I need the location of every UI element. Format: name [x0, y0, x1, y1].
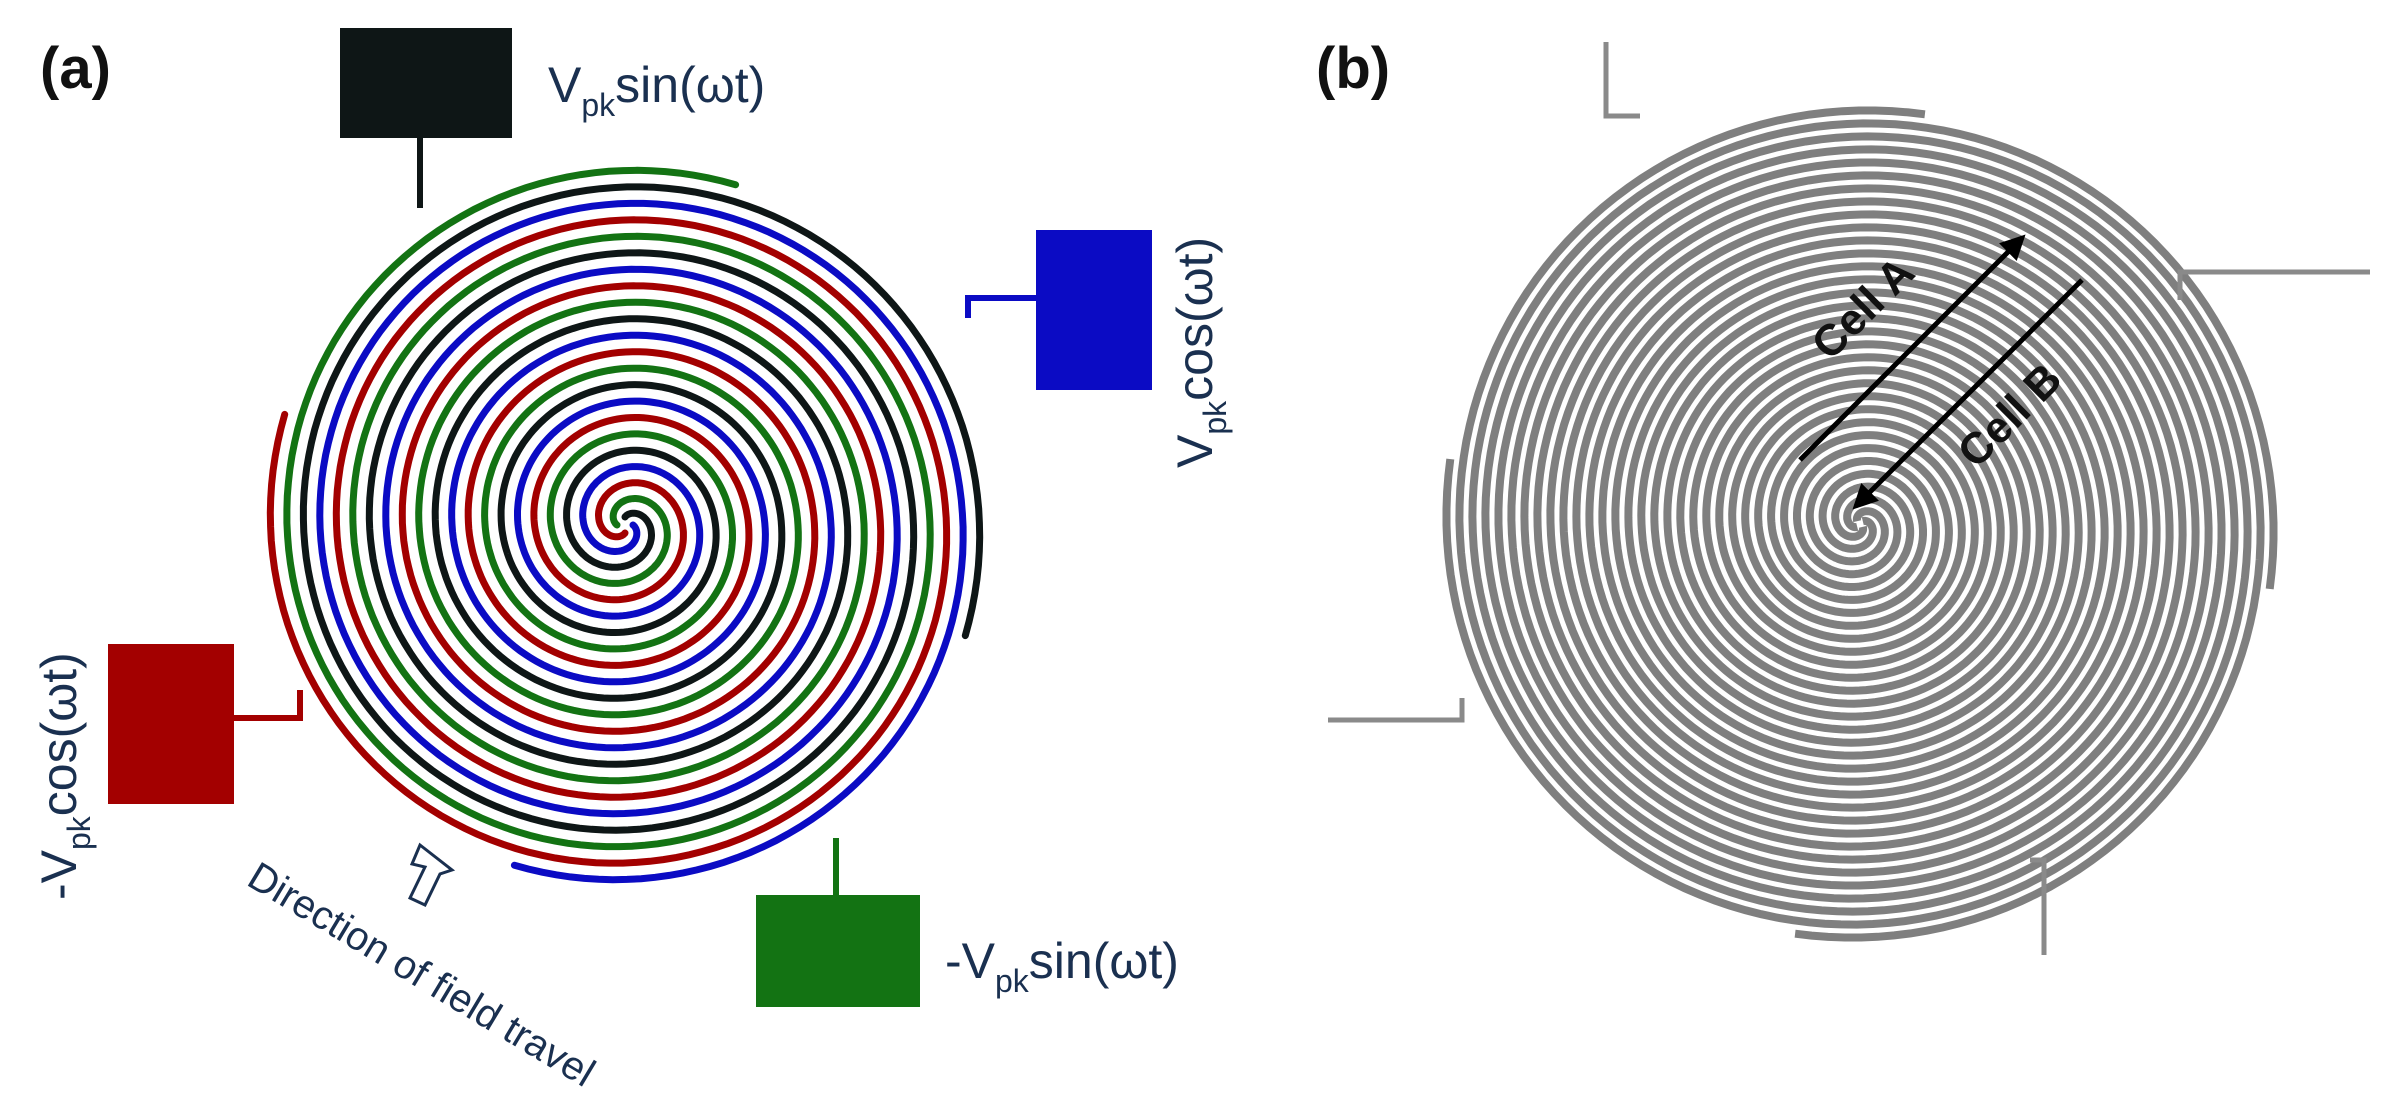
cell-b-arrow — [1852, 278, 2084, 510]
black-spiral-arm — [299, 183, 984, 834]
green-spiral-arm — [283, 166, 934, 851]
red-lead — [232, 690, 303, 721]
blue-lead — [965, 295, 1042, 318]
blue-spiral-arm — [316, 199, 967, 884]
grey-spiral-track — [1468, 119, 2278, 903]
two-cell-spiral-electrodes — [1442, 106, 2278, 942]
grey-spiral-track — [1481, 132, 2265, 942]
green-voltage-label: -Vpksin(ωt) — [945, 933, 1179, 999]
panel-a-label: (a) — [40, 36, 111, 101]
red-spiral-arm — [266, 216, 951, 867]
four-phase-spiral-electrodes — [266, 166, 984, 884]
lead-bottom-right — [2030, 857, 2047, 955]
lead-top-left — [1603, 42, 1640, 119]
red-electrode-pad — [108, 644, 234, 804]
lead-left — [1328, 698, 1465, 723]
blue-electrode-pad — [1036, 230, 1152, 390]
blue-voltage-label: Vpkcos(ωt) — [1167, 237, 1233, 468]
lead-right — [2177, 269, 2370, 300]
field-direction-arrow — [407, 842, 456, 907]
grey-spiral-track — [1442, 145, 2252, 929]
black-voltage-label: Vpksin(ωt) — [548, 57, 765, 123]
green-electrode-pad — [756, 895, 920, 1007]
red-voltage-label: -Vpkcos(ωt) — [31, 652, 97, 900]
black-electrode-pad — [340, 28, 512, 138]
panel-b-label: (b) — [1316, 36, 1390, 101]
grey-spiral-track — [1455, 106, 2239, 916]
cell-a-arrow — [1798, 234, 2026, 462]
